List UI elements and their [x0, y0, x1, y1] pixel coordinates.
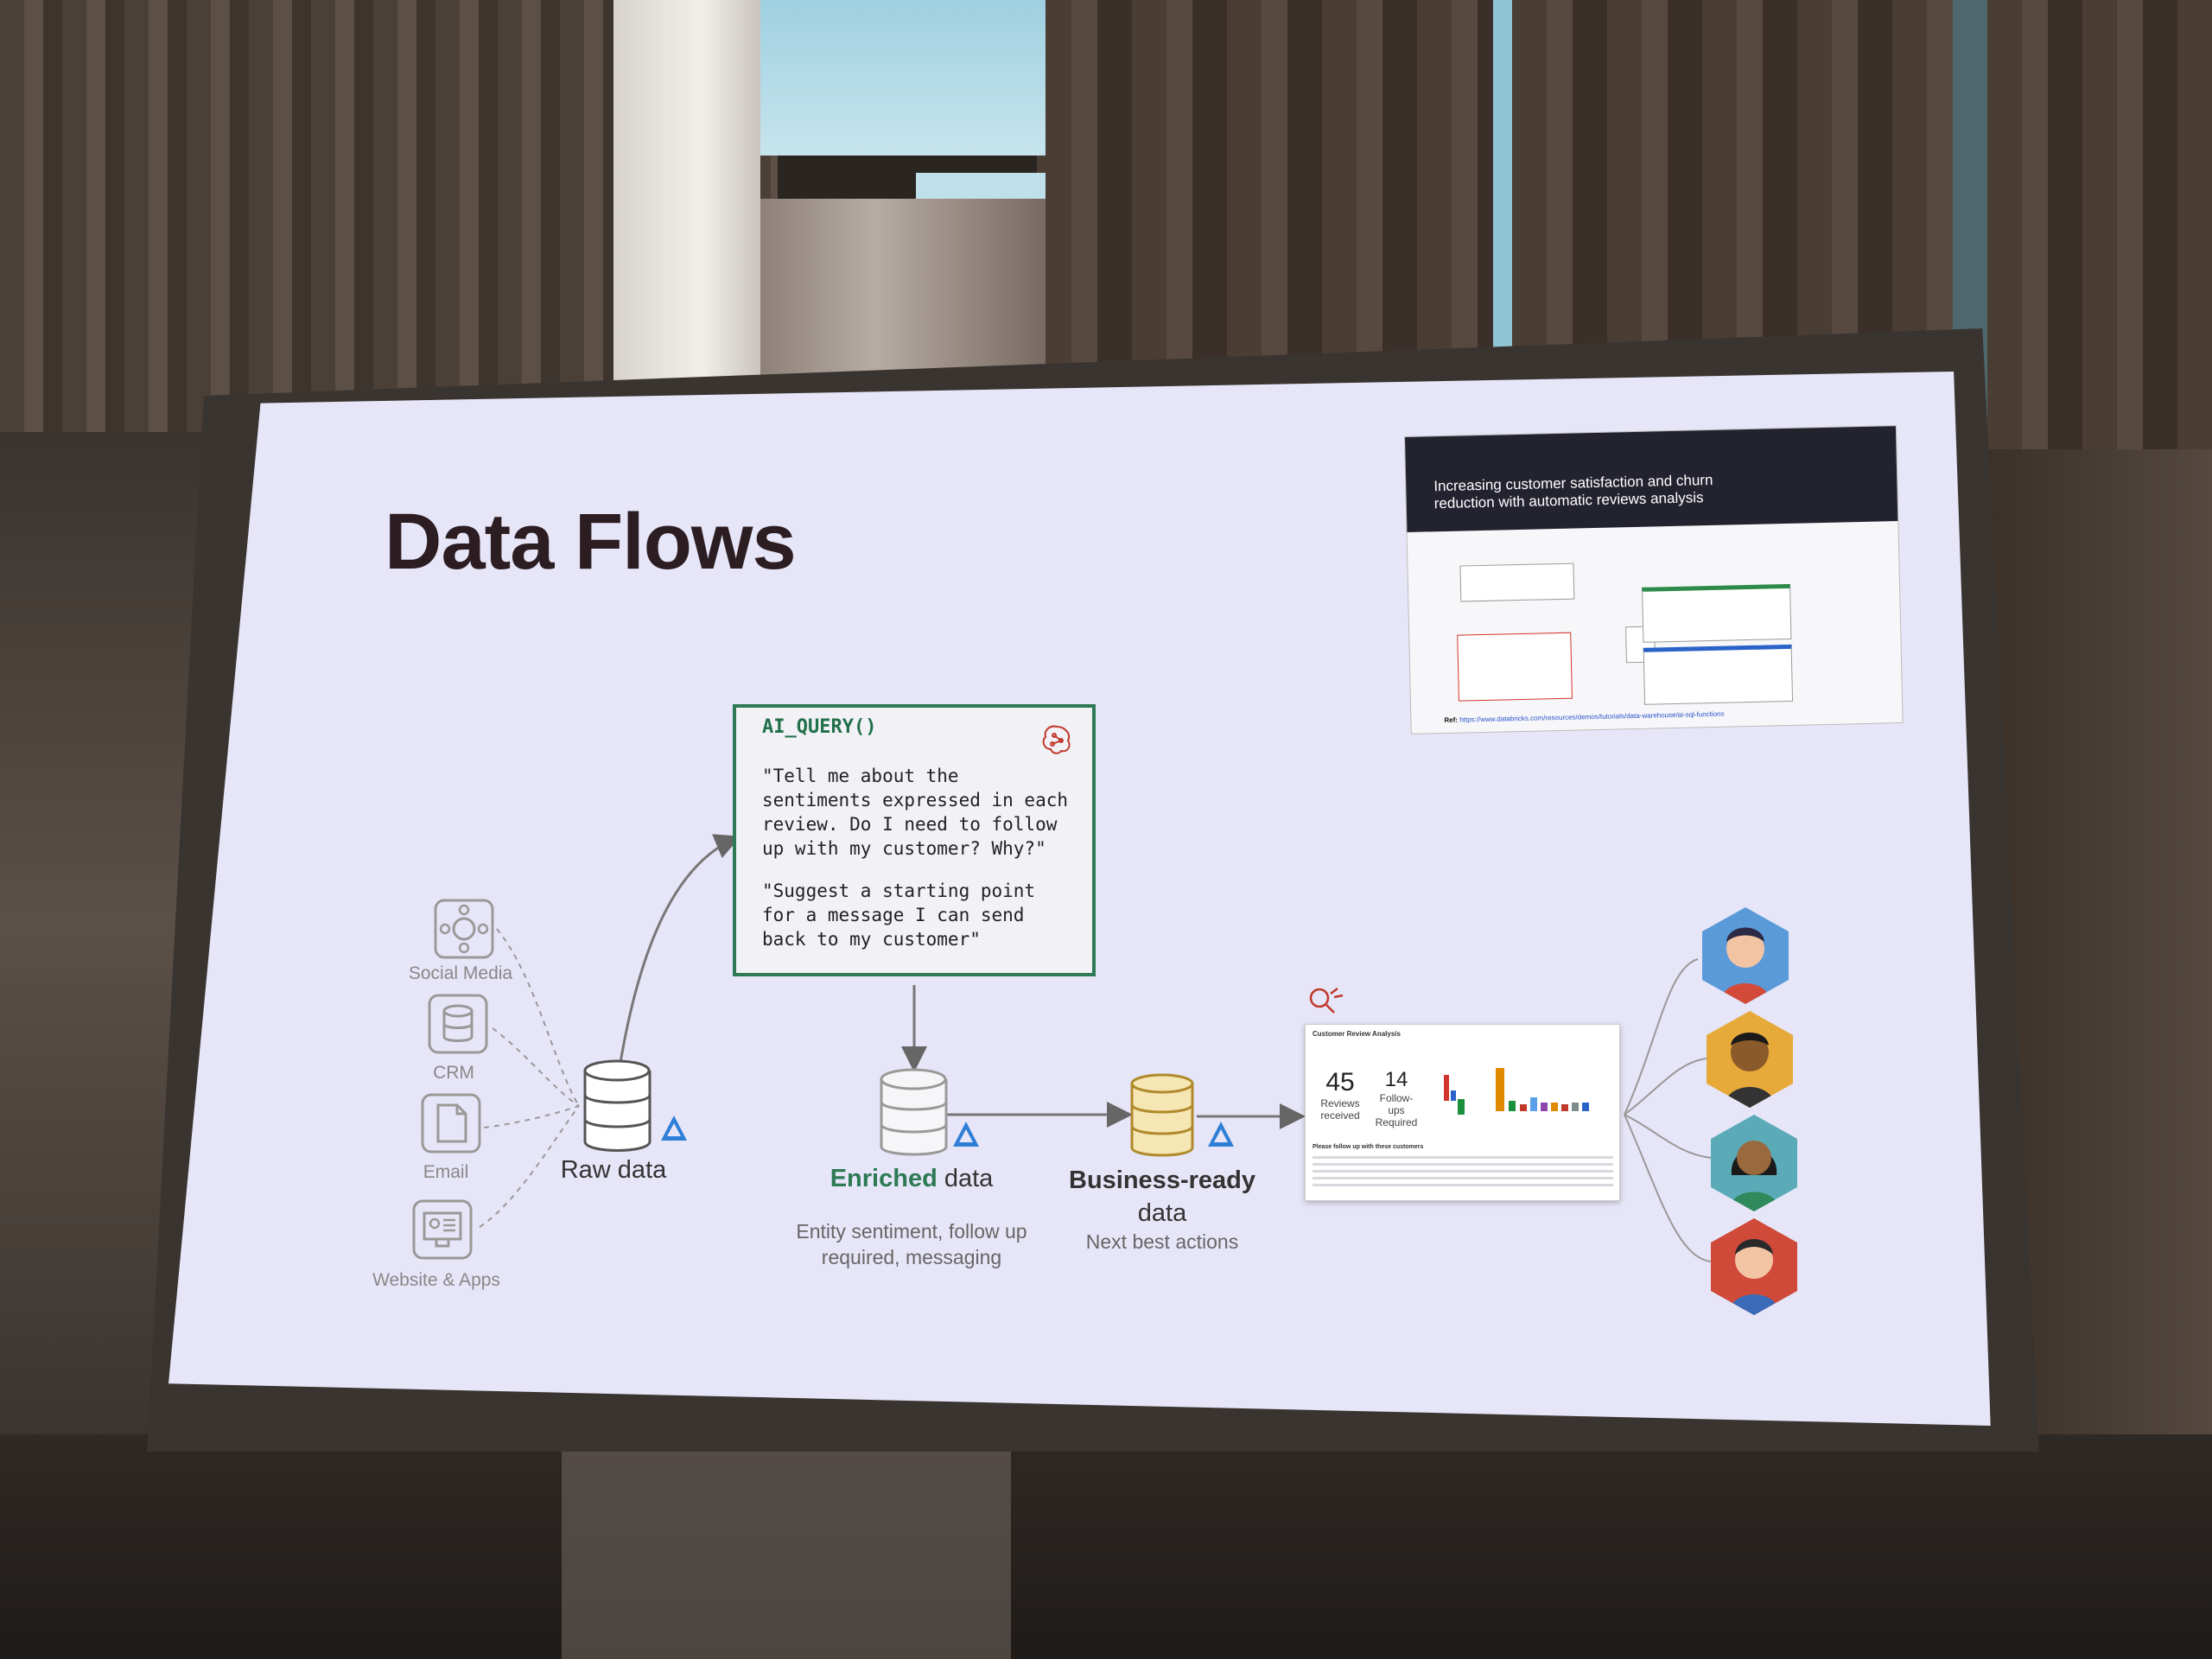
skylight-window: [760, 0, 1046, 156]
source-label-social-media: Social Media: [408, 963, 513, 983]
ai-query-prompt-2: "Suggest a starting point for a message …: [762, 880, 1036, 950]
dashboard-title: Customer Review Analysis: [1313, 1030, 1401, 1038]
kpi-followups-label-1: Follow-: [1379, 1092, 1414, 1104]
reference-link[interactable]: Ref: https://www.databricks.com/resource…: [1444, 710, 1724, 724]
raw-data-label: Raw data: [560, 1156, 667, 1184]
brain-icon: [1042, 725, 1071, 754]
dashboard-row: [1313, 1184, 1613, 1186]
business-ready-data-icon: [1130, 1073, 1194, 1157]
dashboard-row: [1313, 1163, 1613, 1166]
source-label-email: Email: [423, 1162, 469, 1182]
reference-mini-box: [1642, 583, 1792, 643]
kpi-followups-label-3: Required: [1375, 1116, 1418, 1128]
reference-card-header: Increasing customer satisfaction and chu…: [1405, 426, 1898, 532]
kpi-followups: 14 Follow- ups Required: [1370, 1068, 1422, 1128]
source-label-crm: CRM: [433, 1063, 474, 1083]
enriched-label-rest: data: [937, 1165, 994, 1192]
database-icon: [428, 994, 488, 1054]
dashboard-section-title: Please follow up with these customers: [1313, 1144, 1424, 1150]
enriched-data-label: Enriched data: [804, 1165, 1020, 1193]
website-apps-icon: [412, 1199, 473, 1260]
floor-area: [0, 1434, 2212, 1659]
delta-lake-icon: [953, 1122, 979, 1147]
delta-lake-icon: [1208, 1122, 1234, 1147]
kpi-reviews-label-1: Reviews: [1320, 1097, 1360, 1109]
dashboard-row: [1313, 1170, 1613, 1173]
lower-panel: [562, 1443, 1011, 1659]
kpi-reviews-label-2: received: [1320, 1109, 1360, 1122]
window-strip: [1493, 0, 1512, 380]
ai-query-function: AI_QUERY(): [762, 716, 877, 738]
ai-query-box: AI_QUERY() "Tell me about the sentiments…: [733, 704, 1096, 976]
kpi-reviews-value: 45: [1325, 1068, 1355, 1096]
reference-card: Increasing customer satisfaction and chu…: [1404, 425, 1904, 734]
raw-data-icon: [583, 1059, 652, 1152]
reference-mini-box: [1459, 563, 1575, 602]
ai-query-prompt-1: "Tell me about the sentiments expressed …: [762, 766, 1069, 859]
kpi-followups-value: 14: [1384, 1068, 1408, 1091]
enriched-data-icon: [880, 1068, 948, 1156]
dashboard-row: [1313, 1177, 1613, 1179]
delta-lake-icon: [661, 1116, 687, 1141]
reference-mini-box: [1457, 632, 1573, 702]
enriched-label-strong: Enriched: [830, 1165, 938, 1192]
business-ready-label-1: Business-ready: [1069, 1166, 1255, 1194]
dashboard-row: [1313, 1156, 1613, 1159]
kpi-reviews: 45 Reviews received: [1314, 1068, 1366, 1122]
reference-link-url: https://www.databricks.com/resources/dem…: [1459, 709, 1725, 724]
enriched-subtitle-line-2: required, messaging: [821, 1246, 1002, 1268]
dashboard-mini-charts: [1444, 1068, 1589, 1115]
source-label-website-apps: Website & Apps: [372, 1270, 500, 1290]
business-ready-subtitle: Next best actions: [1085, 1230, 1239, 1253]
slide-title: Data Flows: [385, 498, 797, 586]
document-icon: [421, 1093, 481, 1154]
search-analytics-icon: [1309, 988, 1344, 1014]
hanging-fabric: [613, 0, 760, 380]
enriched-subtitle-line-1: Entity sentiment, follow up: [796, 1220, 1027, 1243]
social-media-icon: [434, 899, 494, 959]
reference-mini-box: [1643, 644, 1794, 705]
pillar: [760, 199, 1046, 397]
kpi-followups-label-2: ups: [1388, 1104, 1405, 1116]
enriched-data-subtitle: Entity sentiment, follow up required, me…: [769, 1218, 1054, 1270]
dashboard-thumbnail: Customer Review Analysis 45 Reviews rece…: [1305, 1024, 1620, 1201]
reference-link-label: Ref:: [1444, 715, 1459, 725]
business-ready-label-2: data: [1137, 1199, 1187, 1227]
